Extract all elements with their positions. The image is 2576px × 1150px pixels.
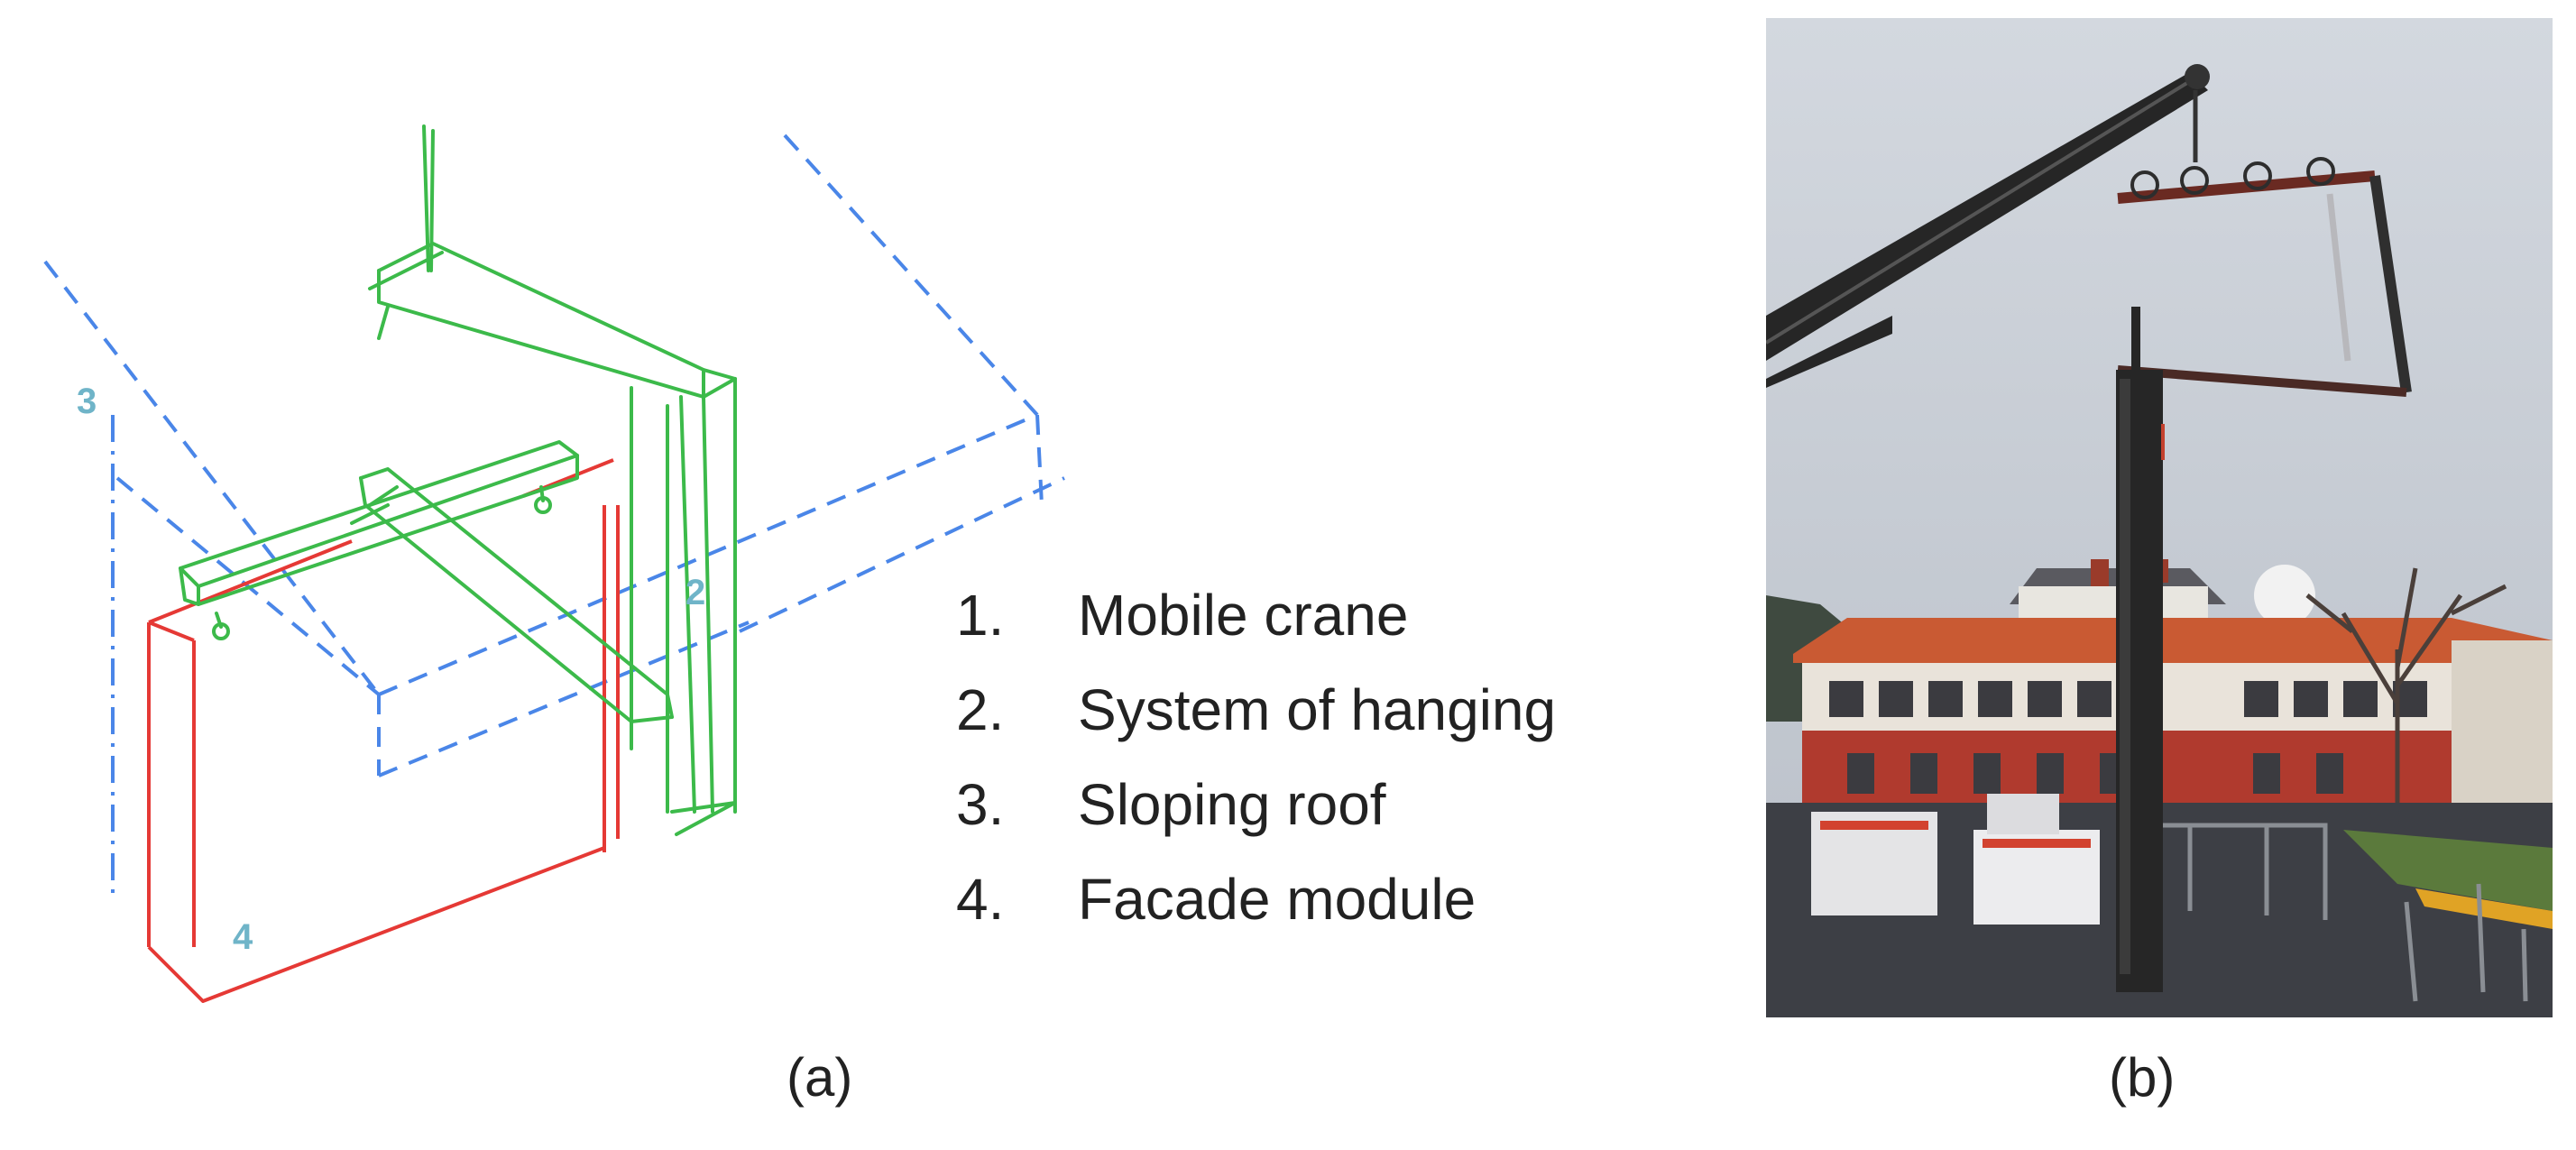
legend-number: 3.	[956, 772, 1005, 837]
legend-number: 4.	[956, 867, 1005, 932]
legend-number: 1.	[956, 583, 1005, 648]
hanging-facade-module	[2116, 307, 2165, 992]
label-hanging-system: 2	[685, 573, 705, 612]
caption-a: (a)	[787, 1047, 853, 1108]
building-roof	[1793, 618, 2553, 663]
caption-b: (b)	[2109, 1047, 2176, 1108]
hanging-system-frame	[179, 124, 737, 836]
bare-tree	[2305, 567, 2507, 830]
legend-text: Facade module	[1078, 867, 1477, 932]
legend-list: 1. Mobile crane 2. System of hanging 3. Slo…	[956, 568, 1556, 947]
crane-boom	[1766, 64, 2210, 388]
legend-item-facade-module: 4. Facade module	[956, 852, 1556, 947]
hanging-system-sketch: 3 2 4	[43, 124, 1065, 1003]
legend-number: 2.	[956, 677, 1005, 742]
legend-text: Sloping roof	[1078, 772, 1386, 837]
side-building	[2452, 640, 2553, 821]
label-facade-module: 4	[233, 917, 253, 957]
crane-photo	[1766, 18, 2553, 1017]
label-sloping-roof: 3	[77, 382, 97, 421]
hanging-frame	[2117, 157, 2412, 397]
legend-item-mobile-crane: 1. Mobile crane	[956, 568, 1556, 663]
legend-text: System of hanging	[1078, 677, 1557, 742]
scaffold	[2163, 823, 2528, 1002]
legend-text: Mobile crane	[1078, 583, 1409, 648]
legend-item-system-of-hanging: 2. System of hanging	[956, 663, 1556, 758]
wrapped-packages	[1811, 794, 2100, 925]
sloping-roof-outline	[43, 133, 1065, 777]
grass-strip	[2343, 830, 2553, 911]
legend-item-sloping-roof: 3. Sloping roof	[956, 758, 1556, 852]
facade-module-outline	[147, 458, 620, 1003]
flower-bed	[2415, 888, 2553, 929]
